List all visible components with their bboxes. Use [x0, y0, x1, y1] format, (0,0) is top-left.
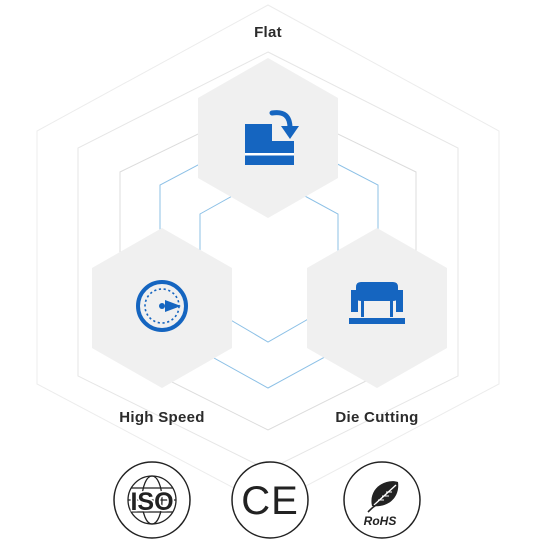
feature-label-high-speed: High Speed	[119, 409, 205, 426]
cert-ce-circle	[231, 461, 309, 539]
cert-rohs: RoHS	[343, 461, 421, 539]
feature-flat	[198, 58, 338, 218]
third-hexagon-outline	[119, 99, 417, 431]
cert-ce: CE	[231, 461, 309, 539]
cert-rohs-text: RoHS	[364, 514, 397, 528]
speedometer-icon	[136, 280, 188, 332]
blue-hexagon-outline	[159, 127, 379, 389]
cert-iso-text: ISO	[130, 488, 173, 516]
feature-die-cutting	[307, 228, 447, 388]
iso-globe-icon	[127, 475, 177, 525]
feature-high-speed	[92, 228, 232, 388]
inner-blue-hexagon-outline	[199, 175, 339, 343]
feature-label-flat: Flat	[254, 24, 282, 41]
flat-icon	[245, 110, 299, 165]
ce-mark-icon: CE	[241, 479, 299, 523]
feature-label-die-cutting: Die Cutting	[335, 409, 419, 426]
rohs-leaf-icon	[367, 481, 399, 513]
cert-iso: ISO	[113, 461, 191, 539]
hexagon-die-cutting	[307, 228, 447, 388]
die-cutting-icon	[349, 282, 405, 324]
